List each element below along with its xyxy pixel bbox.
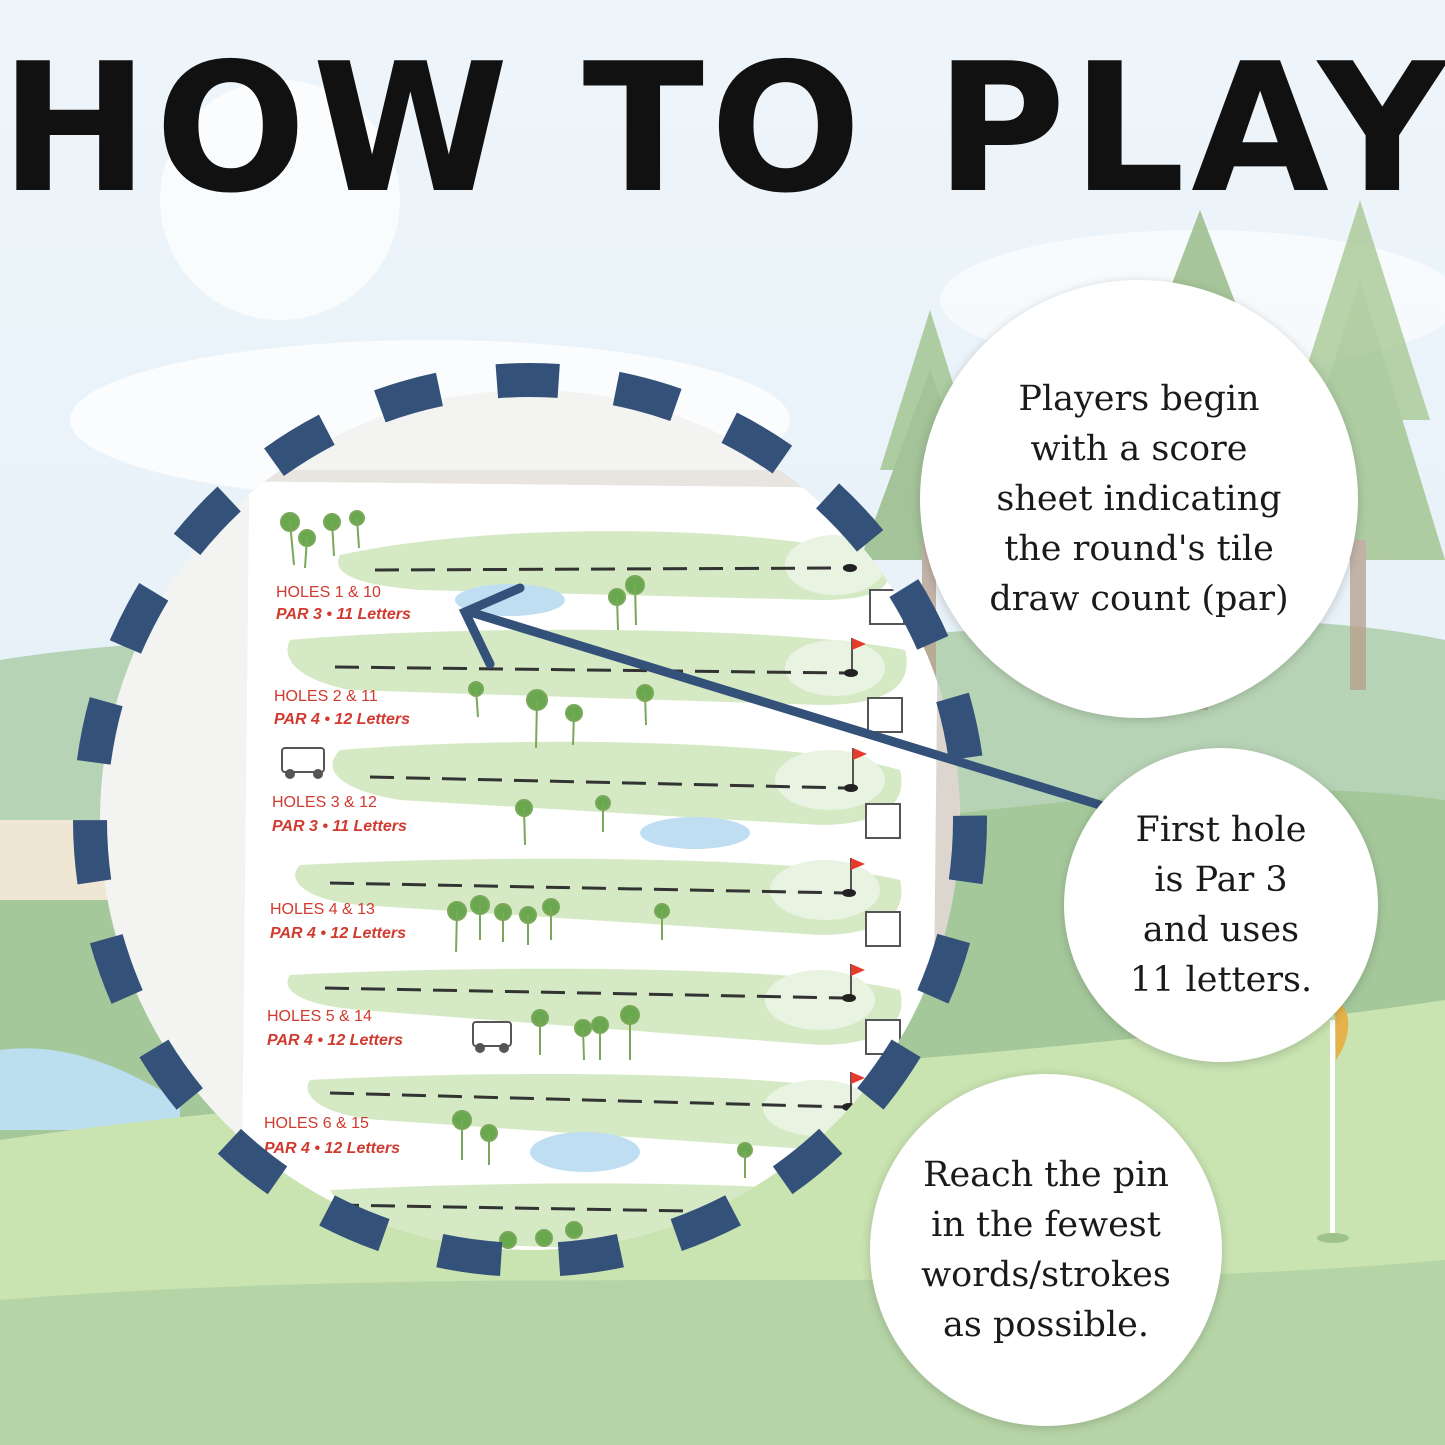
shot-lines: [324, 566, 846, 1214]
hole-par: PAR 4 • 12 Letters: [264, 1140, 400, 1157]
hole-title: HOLES 4 & 13: [270, 901, 375, 918]
page-title: HOW TO PLAY: [0, 25, 1445, 232]
callout-players-begin: Players begin with a score sheet indicat…: [920, 280, 1358, 718]
water-hazard: [0, 1048, 180, 1130]
sheet-trees: [280, 510, 753, 1249]
hole-par: PAR 4 • 12 Letters: [274, 711, 410, 728]
sun-glow: [160, 80, 400, 320]
callout-reach-pin: Reach the pin in the fewest words/stroke…: [870, 1074, 1222, 1426]
cup: [1317, 1233, 1349, 1243]
lens-ring: [73, 363, 987, 1277]
hole-title: HOLES 6 & 15: [264, 1115, 369, 1132]
hole-par: PAR 4 • 12 Letters: [267, 1032, 403, 1049]
hole-flags: [842, 564, 867, 1111]
callout-first-hole: First hole is Par 3 and uses 11 letters.: [1064, 748, 1378, 1062]
hole-title: HOLES 1 & 10: [276, 584, 381, 601]
pin-pole: [1330, 1020, 1335, 1240]
callout-text: Players begin with a score sheet indicat…: [989, 379, 1289, 619]
hole-title: HOLES 3 & 12: [272, 794, 377, 811]
hole-par: PAR 3 • 11 Letters: [276, 606, 411, 623]
golf-cart-icon: [281, 747, 512, 1053]
callout-text: First hole is Par 3 and uses 11 letters.: [1129, 810, 1313, 1000]
hole-title: HOLES 2 & 11: [274, 688, 378, 705]
pin-flag: [1335, 1000, 1349, 1060]
hole-par: PAR 3 • 11 Letters: [272, 818, 407, 835]
hole-par: PAR 4 • 12 Letters: [270, 925, 406, 942]
fairway-strips: [287, 531, 907, 1250]
hole-title: HOLES 5 & 14: [267, 1008, 372, 1025]
hole-labels: HOLES 1 & 10 PAR 3 • 11 Letters HOLES 2 …: [264, 584, 411, 1242]
pointer-arrow: [458, 583, 1105, 810]
callout-text: Reach the pin in the fewest words/stroke…: [921, 1155, 1171, 1345]
